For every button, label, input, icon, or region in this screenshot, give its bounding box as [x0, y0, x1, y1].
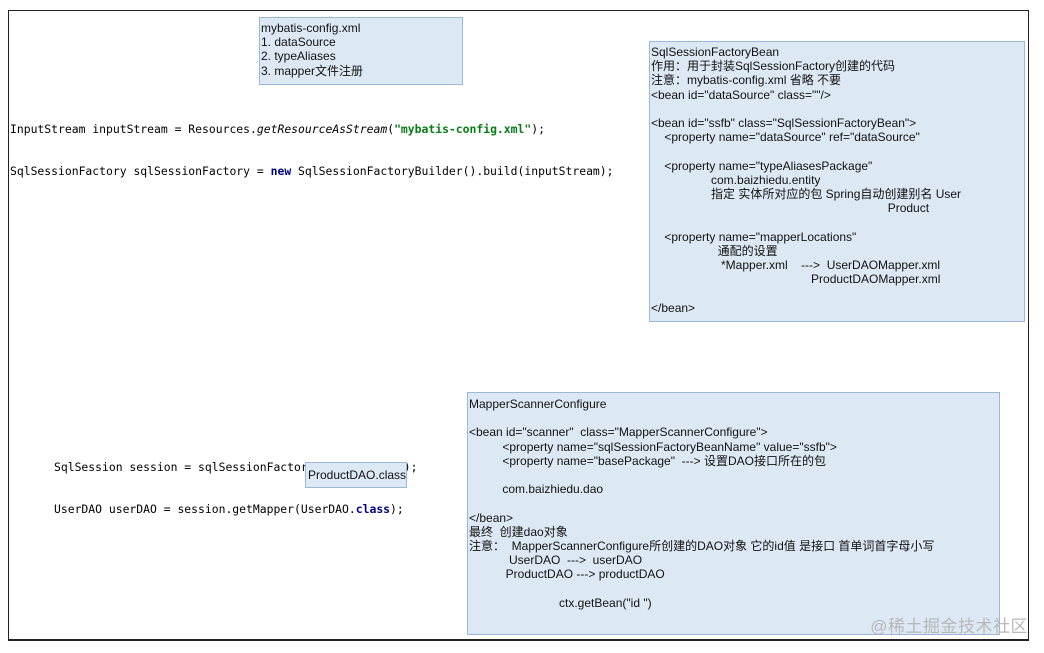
ssfb-note-line: ProductDAOMapper.xml: [651, 272, 941, 287]
scanner-note-line: com.baizhiedu.dao: [469, 482, 604, 497]
code-line-session-factory: SqlSessionFactory sqlSessionFactory = ne…: [10, 164, 614, 178]
mybatis-note-line: 1. dataSource: [261, 35, 336, 50]
ssfb-note-line: <bean id="dataSource" class=""/>: [651, 87, 831, 102]
ssfb-note-line: [651, 102, 1023, 116]
ssfb-note-line: *Mapper.xml ---> UserDAOMapper.xml: [651, 258, 941, 272]
mapperscannerconfigure-note[interactable]: MapperScannerConfigure <bean id="scanner"…: [467, 392, 1000, 635]
productdao-class-note[interactable]: ProductDAO.class: [305, 462, 407, 488]
ssfb-note-line: <bean id="ssfb" class="SqlSessionFactory…: [651, 116, 917, 130]
ssfb-note-line: [651, 144, 1023, 158]
ssfb-note-line: SqlSessionFactoryBean: [651, 45, 780, 59]
scanner-note-line: MapperScannerConfigure: [469, 397, 607, 411]
ssfb-note-line: com.baizhiedu.entity: [651, 172, 821, 187]
scanner-note-line: <property name="sqlSessionFactoryBeanNam…: [469, 439, 837, 454]
scanner-note-line: [469, 582, 998, 596]
ssfb-note-line: 指定 实体所对应的包 Spring自动创建别名 User: [651, 187, 962, 201]
scanner-note-line: <property name="basePackage" ---> 设置DAO接…: [469, 453, 826, 468]
ssfb-note-line: 通配的设置: [651, 243, 778, 258]
ssfb-note-line: Product: [651, 201, 930, 216]
ssfb-note-line: 作用：用于封装SqlSessionFactory创建的代码: [651, 59, 896, 74]
scanner-note-line: [469, 468, 998, 482]
scanner-note-line: </bean>: [469, 510, 514, 525]
mybatis-note-line: 3. mapper文件注册: [261, 63, 364, 78]
code-line-get-mapper: UserDAO userDAO = session.getMapper(User…: [54, 502, 404, 516]
watermark: @稀土掘金技术社区: [870, 617, 1028, 636]
ssfb-note-line: </bean>: [651, 300, 696, 315]
scanner-note-line: 注意： MapperScannerConfigure所创建的DAO对象 它的id…: [469, 538, 935, 553]
scanner-note-line: <bean id="scanner" class="MapperScannerC…: [469, 425, 768, 440]
scanner-note-line: ProductDAO ---> productDAO: [469, 567, 665, 582]
ssfb-note-line: [651, 286, 1023, 300]
mybatis-note-line: mybatis-config.xml: [261, 21, 361, 35]
ssfb-note-line: 注意：mybatis-config.xml 省略 不要: [651, 73, 842, 88]
canvas-frame: [8, 10, 1029, 641]
scanner-note-line: [469, 496, 998, 510]
scanner-note-line: ctx.getBean("id "): [469, 595, 652, 610]
scanner-note-line: 最终 创建dao对象: [469, 524, 568, 539]
ssfb-note-line: <property name="typeAliasesPackage": [651, 158, 873, 173]
code-line-input-stream: InputStream inputStream = Resources.getR…: [10, 122, 545, 136]
mybatis-note-line: 2. typeAliases: [261, 49, 336, 64]
scanner-note-line: [469, 411, 998, 425]
code-block-top: InputStream inputStream = Resources.getR…: [10, 94, 614, 192]
scanner-note-line: UserDAO ---> userDAO: [469, 553, 643, 568]
ssfb-note-line: <property name="mapperLocations": [651, 229, 857, 244]
productdao-class-text: ProductDAO.class: [308, 468, 407, 482]
ssfb-note-line: <property name="dataSource" ref="dataSou…: [651, 130, 920, 145]
ssfb-note-line: [651, 215, 1023, 229]
